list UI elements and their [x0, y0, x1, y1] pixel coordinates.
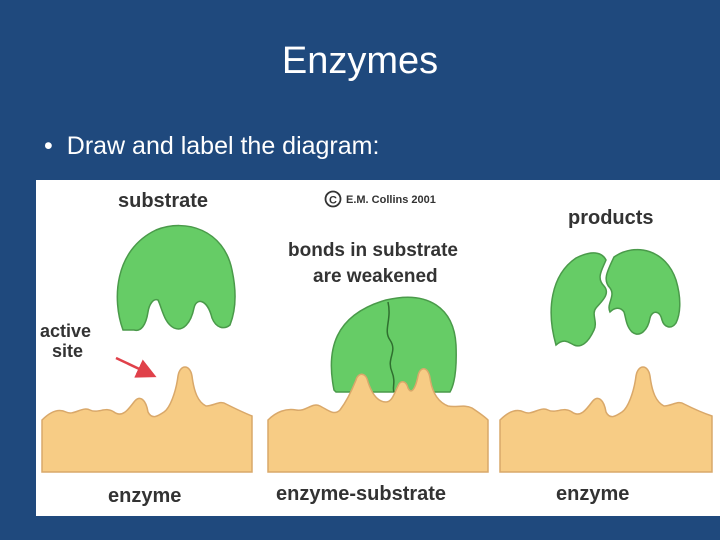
bullet-text: Draw and label the diagram:: [66, 132, 380, 160]
enzyme-substrate-label: enzyme-substrate: [276, 483, 446, 505]
copyright-icon: [324, 190, 342, 208]
product-left-shape: [550, 252, 608, 347]
bonds-label-line1: bonds in substrate: [288, 240, 458, 261]
enzyme-left-shape: [41, 366, 253, 473]
slide-title: Enzymes: [281, 40, 439, 82]
svg-text:C: C: [329, 195, 337, 207]
enzyme-middle-shape: [267, 368, 489, 473]
products-label: products: [568, 207, 654, 229]
active-site-label-line2: site: [52, 341, 83, 361]
bullet-item: • Draw and label the diagram:: [44, 132, 379, 161]
enzyme-diagram: substrate C E.M. Collins 2001 bonds in s…: [36, 180, 720, 516]
substrate-shape: [116, 224, 236, 332]
bullet-marker: •: [44, 132, 53, 160]
enzyme-right-label: enzyme: [556, 483, 629, 505]
active-site-arrow: [115, 356, 157, 378]
enzyme-right-shape: [499, 366, 713, 473]
bonds-label-line2: are weakened: [313, 266, 438, 287]
product-right-shape: [605, 248, 681, 335]
copyright-text: E.M. Collins 2001: [346, 194, 436, 206]
weakened-bond-line: [386, 301, 395, 393]
active-site-label-line1: active: [40, 321, 91, 341]
enzyme-left-label: enzyme: [108, 485, 181, 507]
substrate-label: substrate: [118, 190, 208, 212]
